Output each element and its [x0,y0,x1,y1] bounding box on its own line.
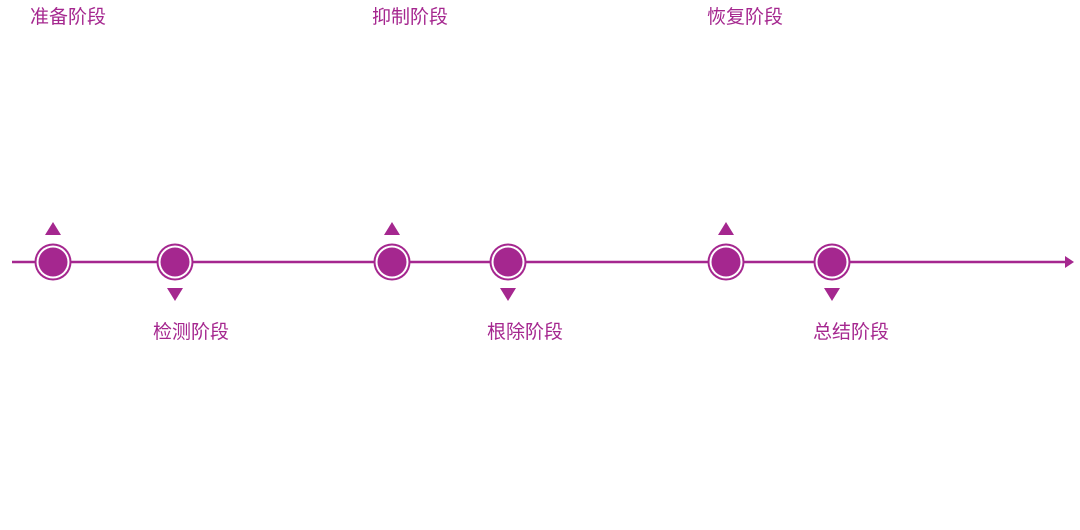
stage-label: 抑制阶段 [372,6,448,28]
stage-node-group: 抑制阶段 [372,6,448,281]
triangle-down-icon [500,288,516,301]
timeline-axis-arrowhead [1065,256,1074,268]
stage-label: 检测阶段 [153,321,229,343]
stage-node-group: 准备阶段 [30,6,106,281]
stage-node-dot [160,247,190,277]
stage-label: 恢复阶段 [707,6,783,28]
stage-node-group: 根除阶段 [487,243,563,343]
stage-node-group: 检测阶段 [153,243,229,343]
stage-node-dot [711,247,741,277]
stage-node-dot [38,247,68,277]
stage-label: 根除阶段 [487,321,563,343]
triangle-up-icon [718,222,734,235]
stage-node-dot [493,247,523,277]
triangle-up-icon [384,222,400,235]
triangle-up-icon [45,222,61,235]
stage-label: 准备阶段 [30,6,106,28]
stage-node-dot [817,247,847,277]
triangle-down-icon [167,288,183,301]
stage-node-group: 恢复阶段 [707,6,783,281]
stage-node-dot [377,247,407,277]
triangle-down-icon [824,288,840,301]
stage-node-group: 总结阶段 [813,243,889,343]
stage-label: 总结阶段 [813,321,889,343]
